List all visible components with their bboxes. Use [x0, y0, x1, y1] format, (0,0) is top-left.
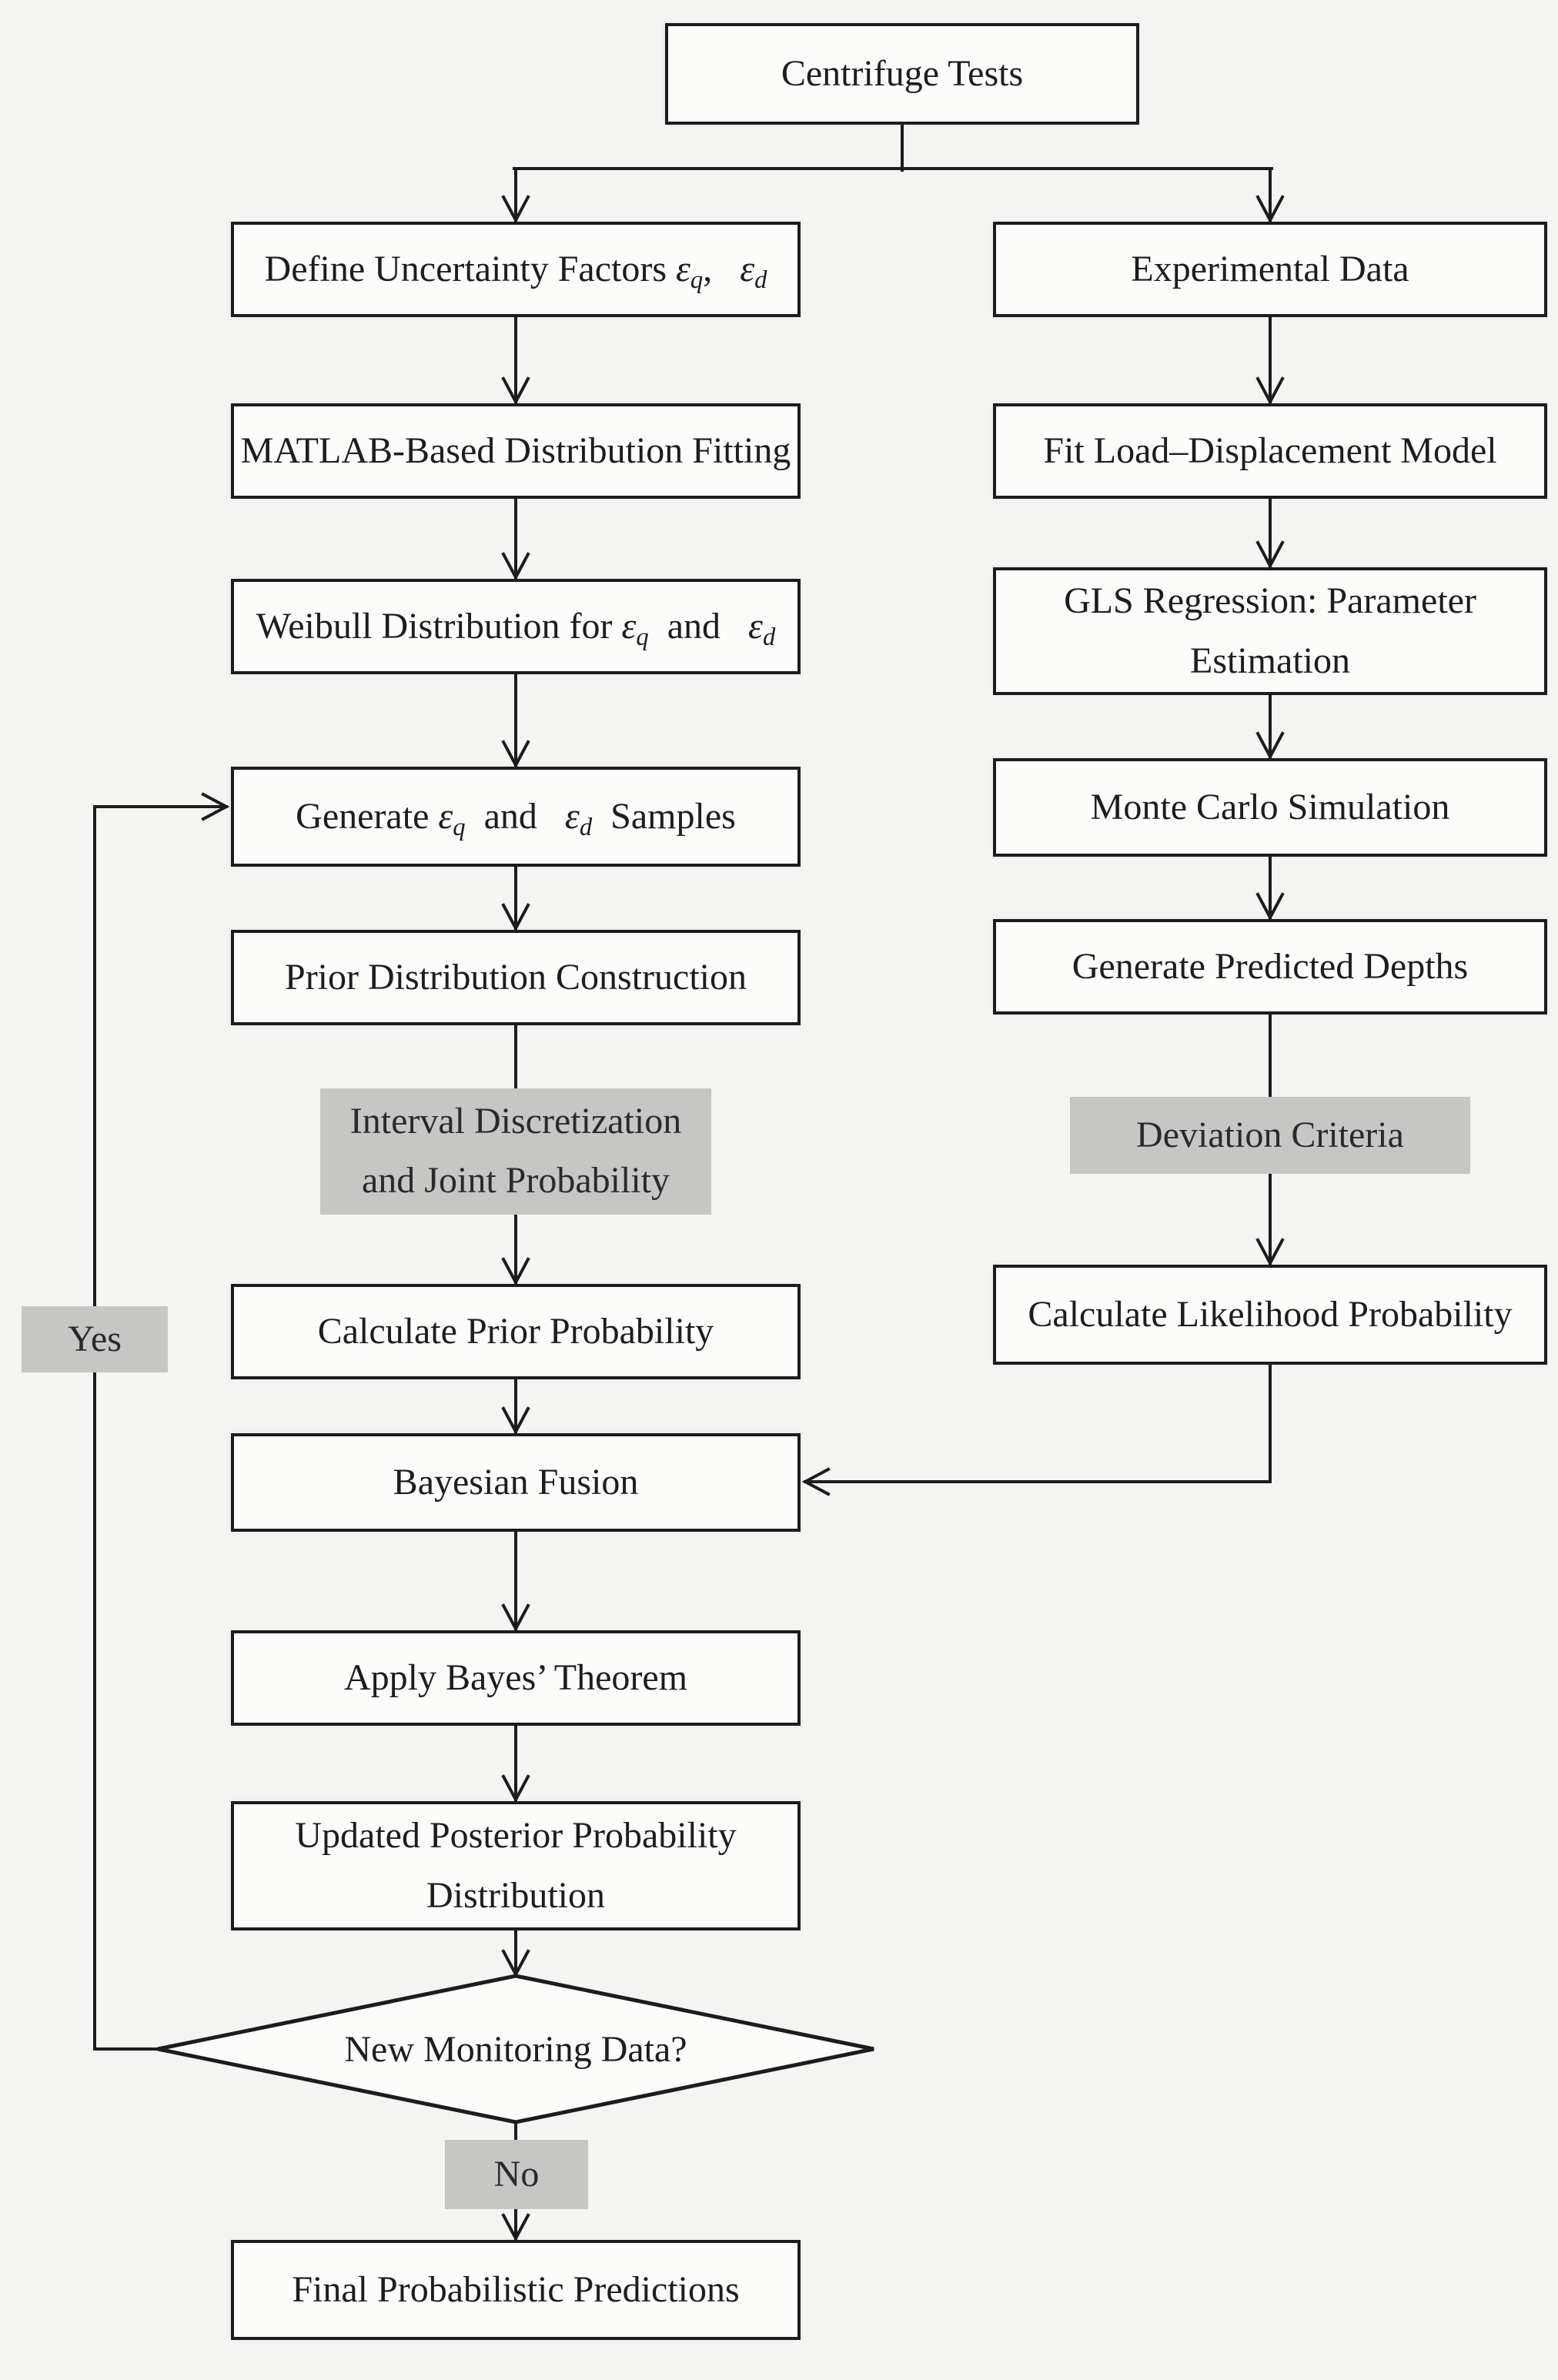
- node-define-uncertainty-factors: Define Uncertainty Factors εq, εd: [231, 222, 801, 317]
- node-label: Prior Distribution Construction: [285, 957, 747, 998]
- node-label: Monte Carlo Simulation: [1090, 787, 1450, 828]
- node-label: Define Uncertainty Factors εq, εd: [264, 249, 767, 295]
- edge-label-no: No: [445, 2140, 588, 2209]
- edge-label-yes: Yes: [22, 1306, 168, 1372]
- node-label: Calculate Likelihood Probability: [1028, 1294, 1513, 1335]
- node-new-monitoring-data: New Monitoring Data?: [231, 2011, 801, 2088]
- node-label: Apply Bayes’ Theorem: [343, 1657, 688, 1699]
- node-updated-posterior: Updated Posterior Probability Distributi…: [231, 1801, 801, 1930]
- node-deviation-criteria: Deviation Criteria: [1070, 1097, 1470, 1174]
- node-label-line2: and Joint Probability: [362, 1160, 670, 1201]
- node-label: Deviation Criteria: [1136, 1114, 1404, 1155]
- node-calculate-likelihood-probability: Calculate Likelihood Probability: [993, 1265, 1547, 1365]
- node-label: Generate Predicted Depths: [1072, 946, 1469, 988]
- connectors: [93, 123, 1285, 2242]
- node-matlab-distribution-fitting: MATLAB-Based Distribution Fitting: [231, 403, 801, 499]
- node-label-line2: Distribution: [426, 1875, 605, 1916]
- node-label: Bayesian Fusion: [393, 1462, 639, 1503]
- node-interval-discretization: Interval Discretization and Joint Probab…: [320, 1088, 711, 1215]
- decision-diamond: [157, 1974, 874, 2124]
- node-apply-bayes-theorem: Apply Bayes’ Theorem: [231, 1630, 801, 1726]
- node-label-line1: GLS Regression: Parameter: [1064, 580, 1476, 622]
- node-label-line1: Interval Discretization: [349, 1101, 682, 1142]
- node-label: Experimental Data: [1131, 249, 1409, 290]
- node-centrifuge-tests: Centrifuge Tests: [665, 23, 1139, 125]
- node-fit-load-displacement-model: Fit Load–Displacement Model: [993, 403, 1547, 499]
- node-weibull-distribution: Weibull Distribution for εq and εd: [231, 579, 801, 674]
- node-generate-predicted-depths: Generate Predicted Depths: [993, 919, 1547, 1015]
- node-label: Fit Load–Displacement Model: [1043, 430, 1497, 472]
- node-label: MATLAB-Based Distribution Fitting: [240, 430, 791, 472]
- node-label: Final Probabilistic Predictions: [292, 2269, 740, 2311]
- node-label: Calculate Prior Probability: [317, 1311, 714, 1352]
- node-gls-regression: GLS Regression: Parameter Estimation: [993, 567, 1547, 695]
- node-label: Centrifuge Tests: [781, 53, 1024, 95]
- node-prior-distribution-construction: Prior Distribution Construction: [231, 930, 801, 1025]
- node-label: New Monitoring Data?: [344, 2028, 687, 2070]
- node-generate-samples: Generate εq and εd Samples: [231, 767, 801, 867]
- node-monte-carlo-simulation: Monte Carlo Simulation: [993, 758, 1547, 857]
- node-bayesian-fusion: Bayesian Fusion: [231, 1433, 801, 1532]
- node-experimental-data: Experimental Data: [993, 222, 1547, 317]
- node-label: Weibull Distribution for εq and εd: [256, 606, 776, 652]
- node-calculate-prior-probability: Calculate Prior Probability: [231, 1284, 801, 1379]
- node-label: Generate εq and εd Samples: [296, 796, 736, 842]
- node-label-line2: Estimation: [1190, 640, 1350, 681]
- node-label-line1: Updated Posterior Probability: [295, 1815, 737, 1857]
- node-final-probabilistic-predictions: Final Probabilistic Predictions: [231, 2240, 801, 2340]
